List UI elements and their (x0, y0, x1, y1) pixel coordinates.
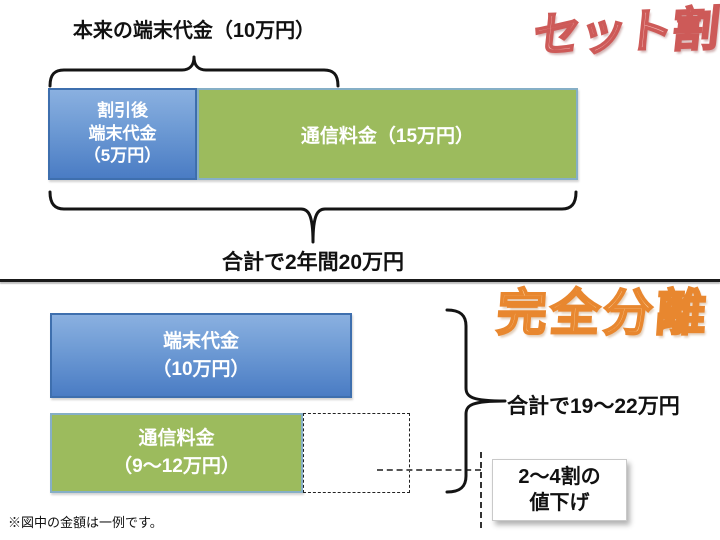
footnote: ※図中の金額は一例です。 (8, 515, 163, 530)
telecom-fee-line2: （9～12万円） (113, 456, 240, 477)
device-price-box-separation: 端末代金 （10万円） (50, 313, 352, 398)
discount-note-box: 2～4割の 値下げ (492, 459, 627, 521)
discounted-device-line1: 割引後 (97, 100, 148, 120)
dashed-connector-horizontal (377, 469, 481, 471)
telecom-fee-box-separation: 通信料金 （9～12万円） (50, 413, 303, 493)
discounted-device-price-box: 割引後 端末代金 （5万円） (48, 88, 197, 180)
discount-note-line2: 値下げ (529, 492, 590, 514)
telecom-fee-line1: 通信料金 (138, 428, 215, 450)
discount-note-line1: 2～4割の (518, 466, 601, 488)
right-brace (445, 308, 507, 494)
discounted-device-line2: 端末代金 (88, 123, 157, 143)
device-price-line2: （10万円） (152, 358, 250, 380)
section-divider (0, 279, 720, 282)
dashed-connector-vertical (480, 452, 482, 528)
separation-total-label: 合計で19～22万円 (507, 395, 680, 418)
top-brace (48, 55, 340, 88)
device-price-line1: 端末代金 (162, 330, 239, 352)
complete-separation-logo: 完全分離 (494, 284, 712, 342)
telecom-fee-box-set: 通信料金（15万円） (197, 88, 578, 180)
telecom-fee-label-set: 通信料金（15万円） (300, 125, 475, 147)
set-total-label: 合計で2年間20万円 (221, 251, 405, 274)
reduced-fee-dashed-area (303, 413, 410, 493)
bottom-brace (48, 190, 578, 244)
original-device-price-label: 本来の端末代金（10万円） (72, 20, 316, 42)
discounted-device-line3: （5万円） (83, 146, 162, 166)
set-discount-logo: セット割 (530, 1, 720, 62)
